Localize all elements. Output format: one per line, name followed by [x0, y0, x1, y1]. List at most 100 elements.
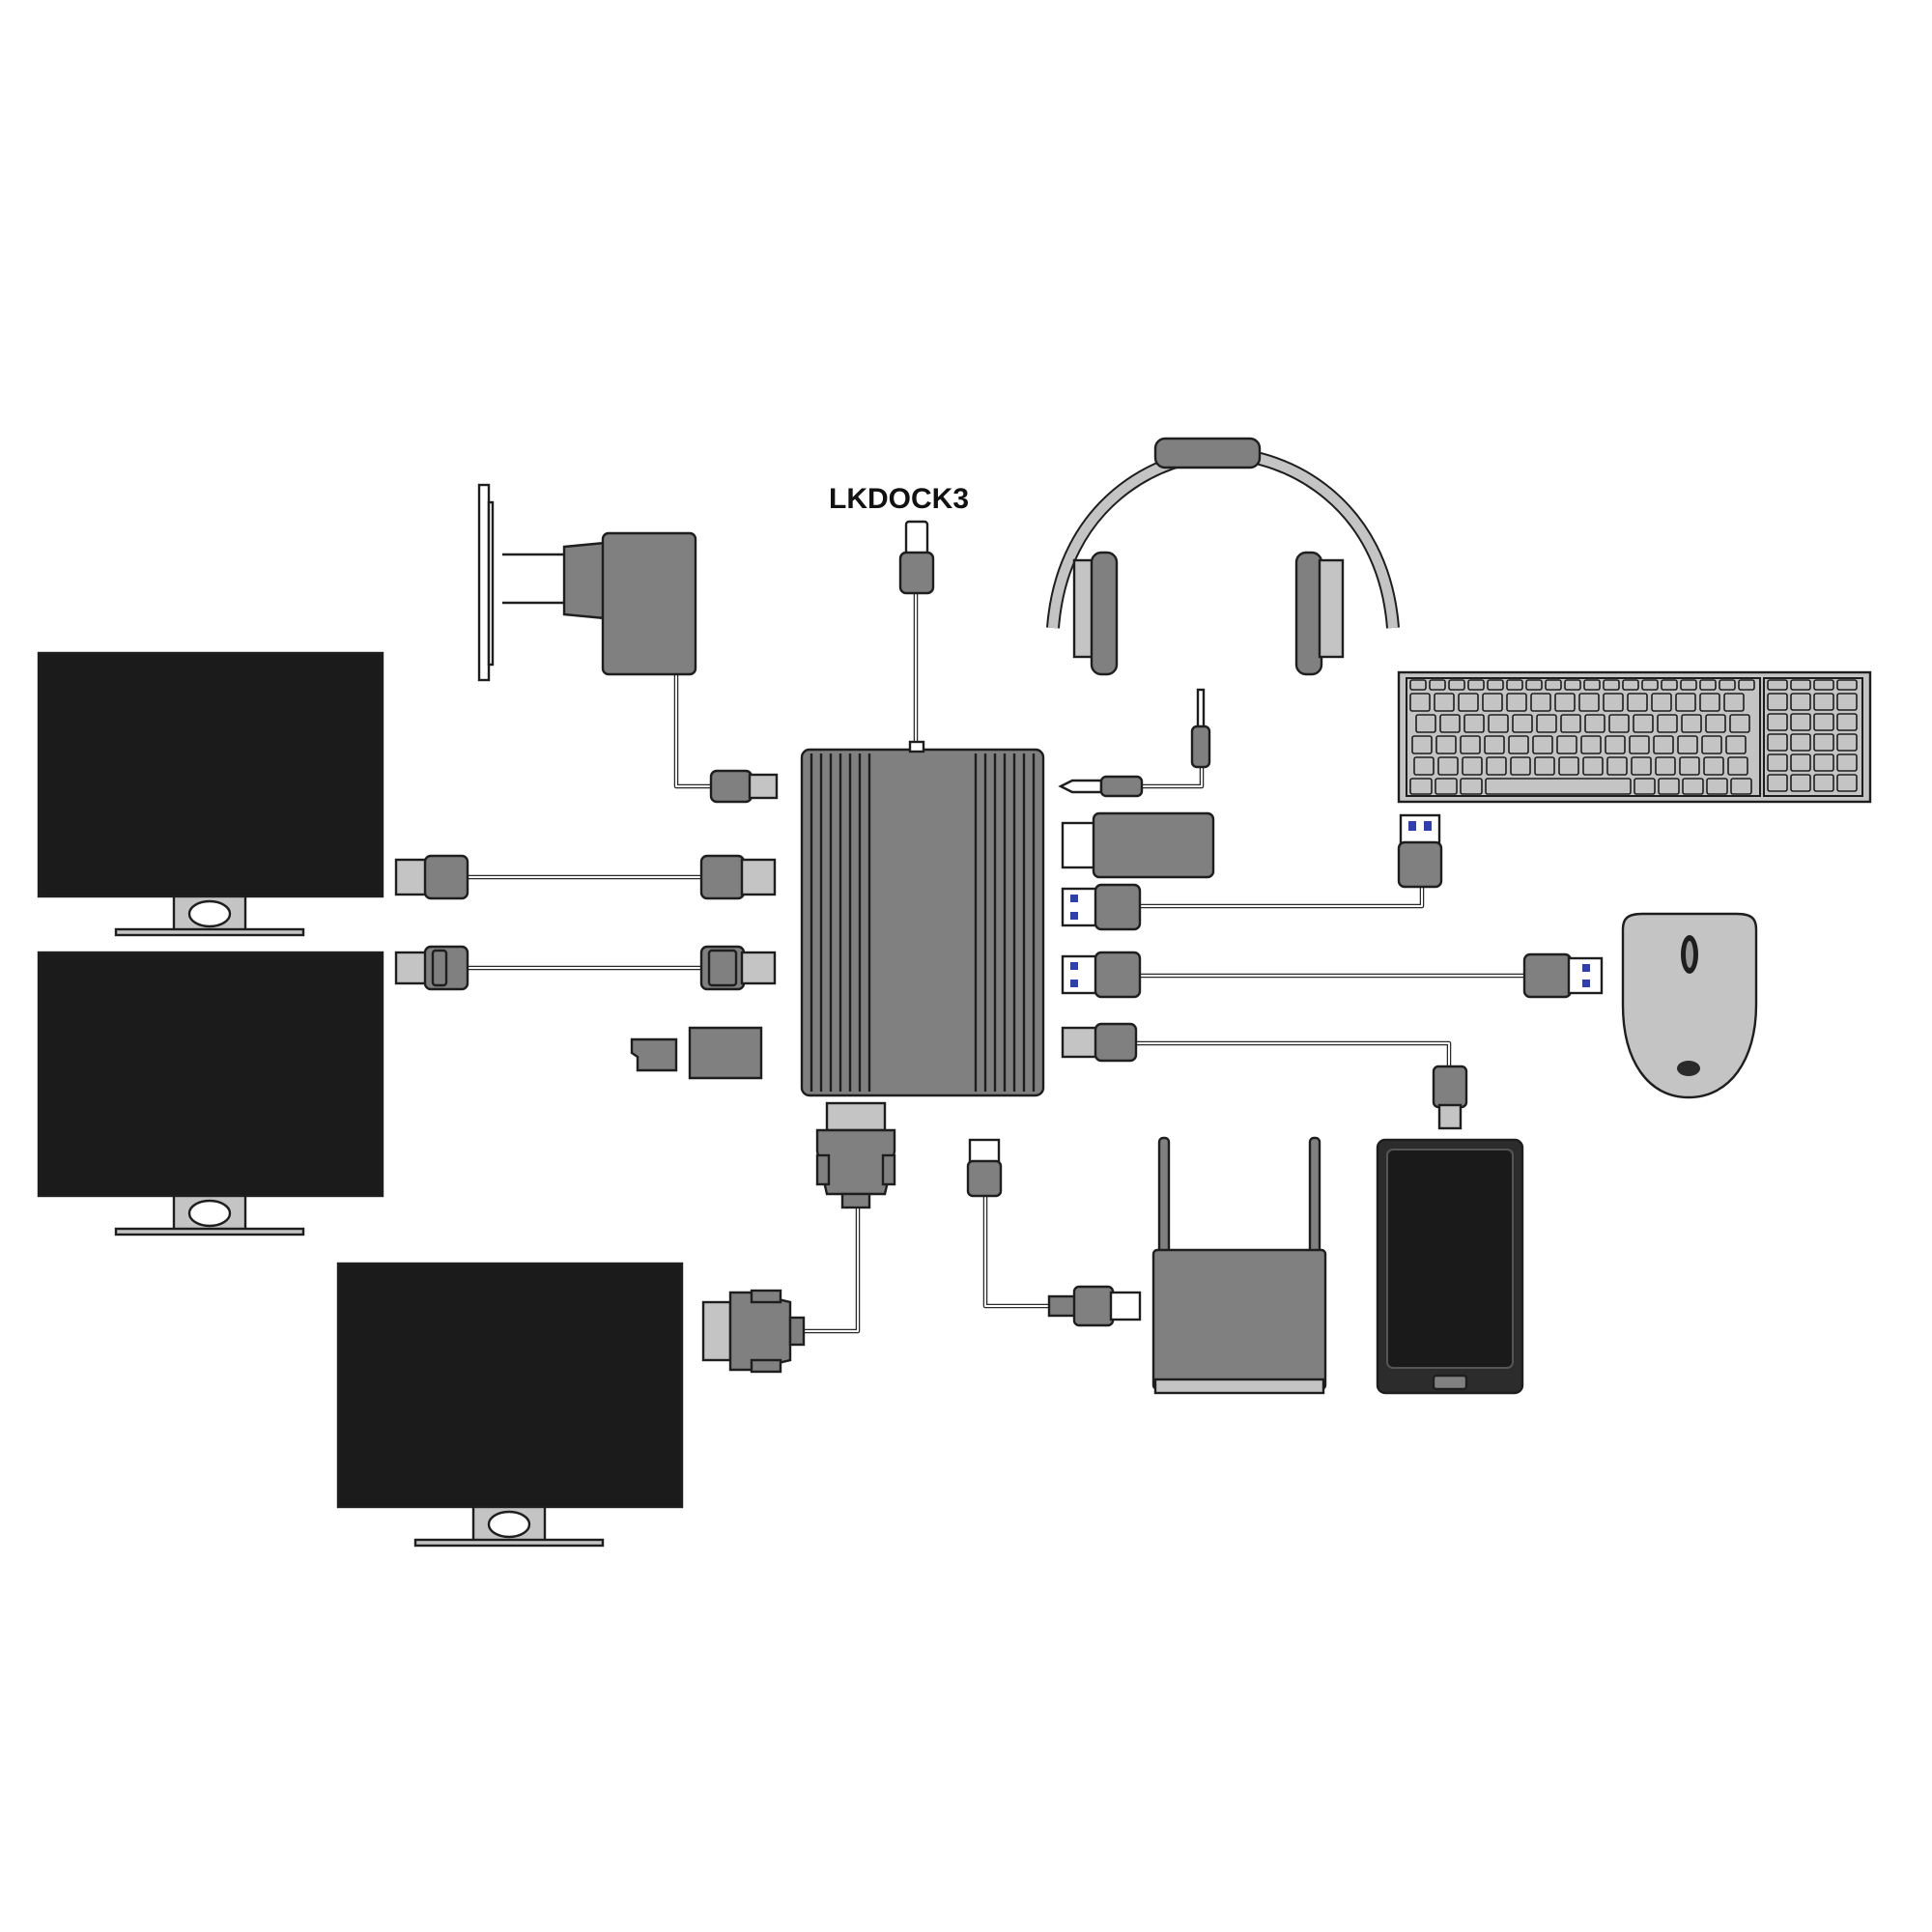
keyboard-key	[1536, 714, 1557, 733]
keyboard-key	[1554, 693, 1576, 712]
keyboard-key	[1633, 714, 1654, 733]
keyboard-key	[1415, 714, 1436, 733]
keyboard-key	[1627, 693, 1648, 712]
keyboard-key	[1634, 778, 1656, 795]
keyboard-key	[1580, 735, 1602, 754]
keyboard-key	[1836, 679, 1858, 691]
keyboard-key	[1790, 713, 1811, 731]
rj45-connector-icon	[1047, 1285, 1142, 1327]
vga-connector-icon	[701, 1289, 806, 1374]
keyboard-key	[1790, 753, 1811, 772]
keyboard-key	[1463, 714, 1485, 733]
keyboard-key	[1727, 756, 1748, 776]
keyboard-key	[1681, 714, 1702, 733]
hdmi-connector-icon	[699, 945, 777, 991]
usb-connector-icon	[1061, 1022, 1138, 1063]
keyboard-icon	[1397, 670, 1872, 804]
keyboard-key	[1723, 693, 1745, 712]
rj45-connector-icon	[966, 1138, 1003, 1198]
keyboard-key	[1675, 693, 1696, 712]
keyboard-key	[1578, 693, 1600, 712]
keyboard-key	[1482, 693, 1503, 712]
keyboard-key	[1641, 679, 1659, 691]
keyboard-key	[1606, 756, 1628, 776]
keyboard-key	[1484, 735, 1505, 754]
keyboard-key	[1460, 735, 1481, 754]
keyboard-key	[1738, 679, 1755, 691]
keyboard-key	[1767, 753, 1788, 772]
keyboard-key	[1411, 735, 1433, 754]
keyboard-key	[1582, 756, 1604, 776]
keyboard-key	[1409, 693, 1431, 712]
keyboard-key	[1534, 756, 1555, 776]
keyboard-key	[1699, 679, 1717, 691]
keyboard-key	[1435, 778, 1458, 795]
cables	[466, 591, 1526, 1334]
keyboard-key	[1608, 714, 1630, 733]
keyboard-key	[1584, 714, 1605, 733]
keyboard-key	[1434, 693, 1455, 712]
keyboard-key	[1413, 756, 1435, 776]
keyboard-key	[1486, 756, 1507, 776]
keyboard-key	[1725, 735, 1747, 754]
keyboard-key	[1703, 756, 1724, 776]
keyboard-key	[1790, 733, 1811, 752]
keyboard-key	[1409, 679, 1427, 691]
keyboard-key	[1651, 693, 1672, 712]
keyboard-key	[1556, 735, 1577, 754]
keyboard-key	[1631, 756, 1652, 776]
keyboard-key	[1583, 679, 1601, 691]
wall-outlet-icon	[477, 483, 495, 682]
keyboard-key	[1506, 679, 1523, 691]
keyboard-key	[1705, 714, 1726, 733]
keyboard-key	[1677, 735, 1698, 754]
power-plug-connector-icon	[709, 769, 779, 804]
keyboard-key	[1487, 679, 1504, 691]
keyboard-key	[1729, 714, 1750, 733]
keyboard-key	[1435, 735, 1457, 754]
keyboard-key	[1545, 679, 1562, 691]
headphones-icon	[1046, 437, 1400, 676]
microsd-card-icon	[630, 1037, 678, 1072]
keyboard-key	[1790, 774, 1811, 792]
keyboard-key	[1460, 778, 1483, 795]
keyboard-key	[1437, 756, 1459, 776]
keyboard-key	[1506, 693, 1527, 712]
keyboard-key	[1813, 679, 1834, 691]
keyboard-key	[1836, 753, 1858, 772]
keyboard-key	[1558, 756, 1579, 776]
docking-station-icon	[800, 740, 1045, 1097]
keyboard-key	[1658, 778, 1680, 795]
keyboard-key	[1813, 753, 1834, 772]
product-title: LKDOCK3	[829, 483, 969, 515]
keyboard-key	[1767, 693, 1788, 711]
mouse-icon	[1621, 912, 1758, 1099]
usb-connector-icon	[1061, 883, 1142, 931]
keyboard-key	[1603, 693, 1624, 712]
keyboard-key	[1655, 756, 1676, 776]
keyboard-key	[1603, 679, 1620, 691]
sd-card-icon	[688, 1026, 763, 1080]
keyboard-key	[1467, 679, 1485, 691]
usb-connector-icon	[1061, 951, 1142, 999]
keyboard-key	[1813, 693, 1834, 711]
usb-c-host-connector-icon	[898, 520, 935, 595]
keyboard-key	[1836, 733, 1858, 752]
keyboard-key	[1701, 735, 1722, 754]
keyboard-key	[1564, 679, 1581, 691]
usb-connector-icon	[1397, 813, 1443, 889]
displayport-connector-icon	[394, 854, 469, 900]
keyboard-key	[1699, 693, 1720, 712]
keyboard-key	[1622, 679, 1639, 691]
keyboard-key	[1629, 735, 1650, 754]
keyboard-key	[1510, 756, 1531, 776]
monitor-icon	[336, 1262, 684, 1548]
keyboard-key	[1836, 713, 1858, 731]
usb-connector-icon	[1522, 952, 1604, 999]
keyboard-key	[1813, 733, 1834, 752]
audio-jack-icon	[1058, 775, 1144, 798]
keyboard-key	[1530, 693, 1551, 712]
keyboard-key	[1706, 778, 1728, 795]
keyboard-key	[1836, 693, 1858, 711]
